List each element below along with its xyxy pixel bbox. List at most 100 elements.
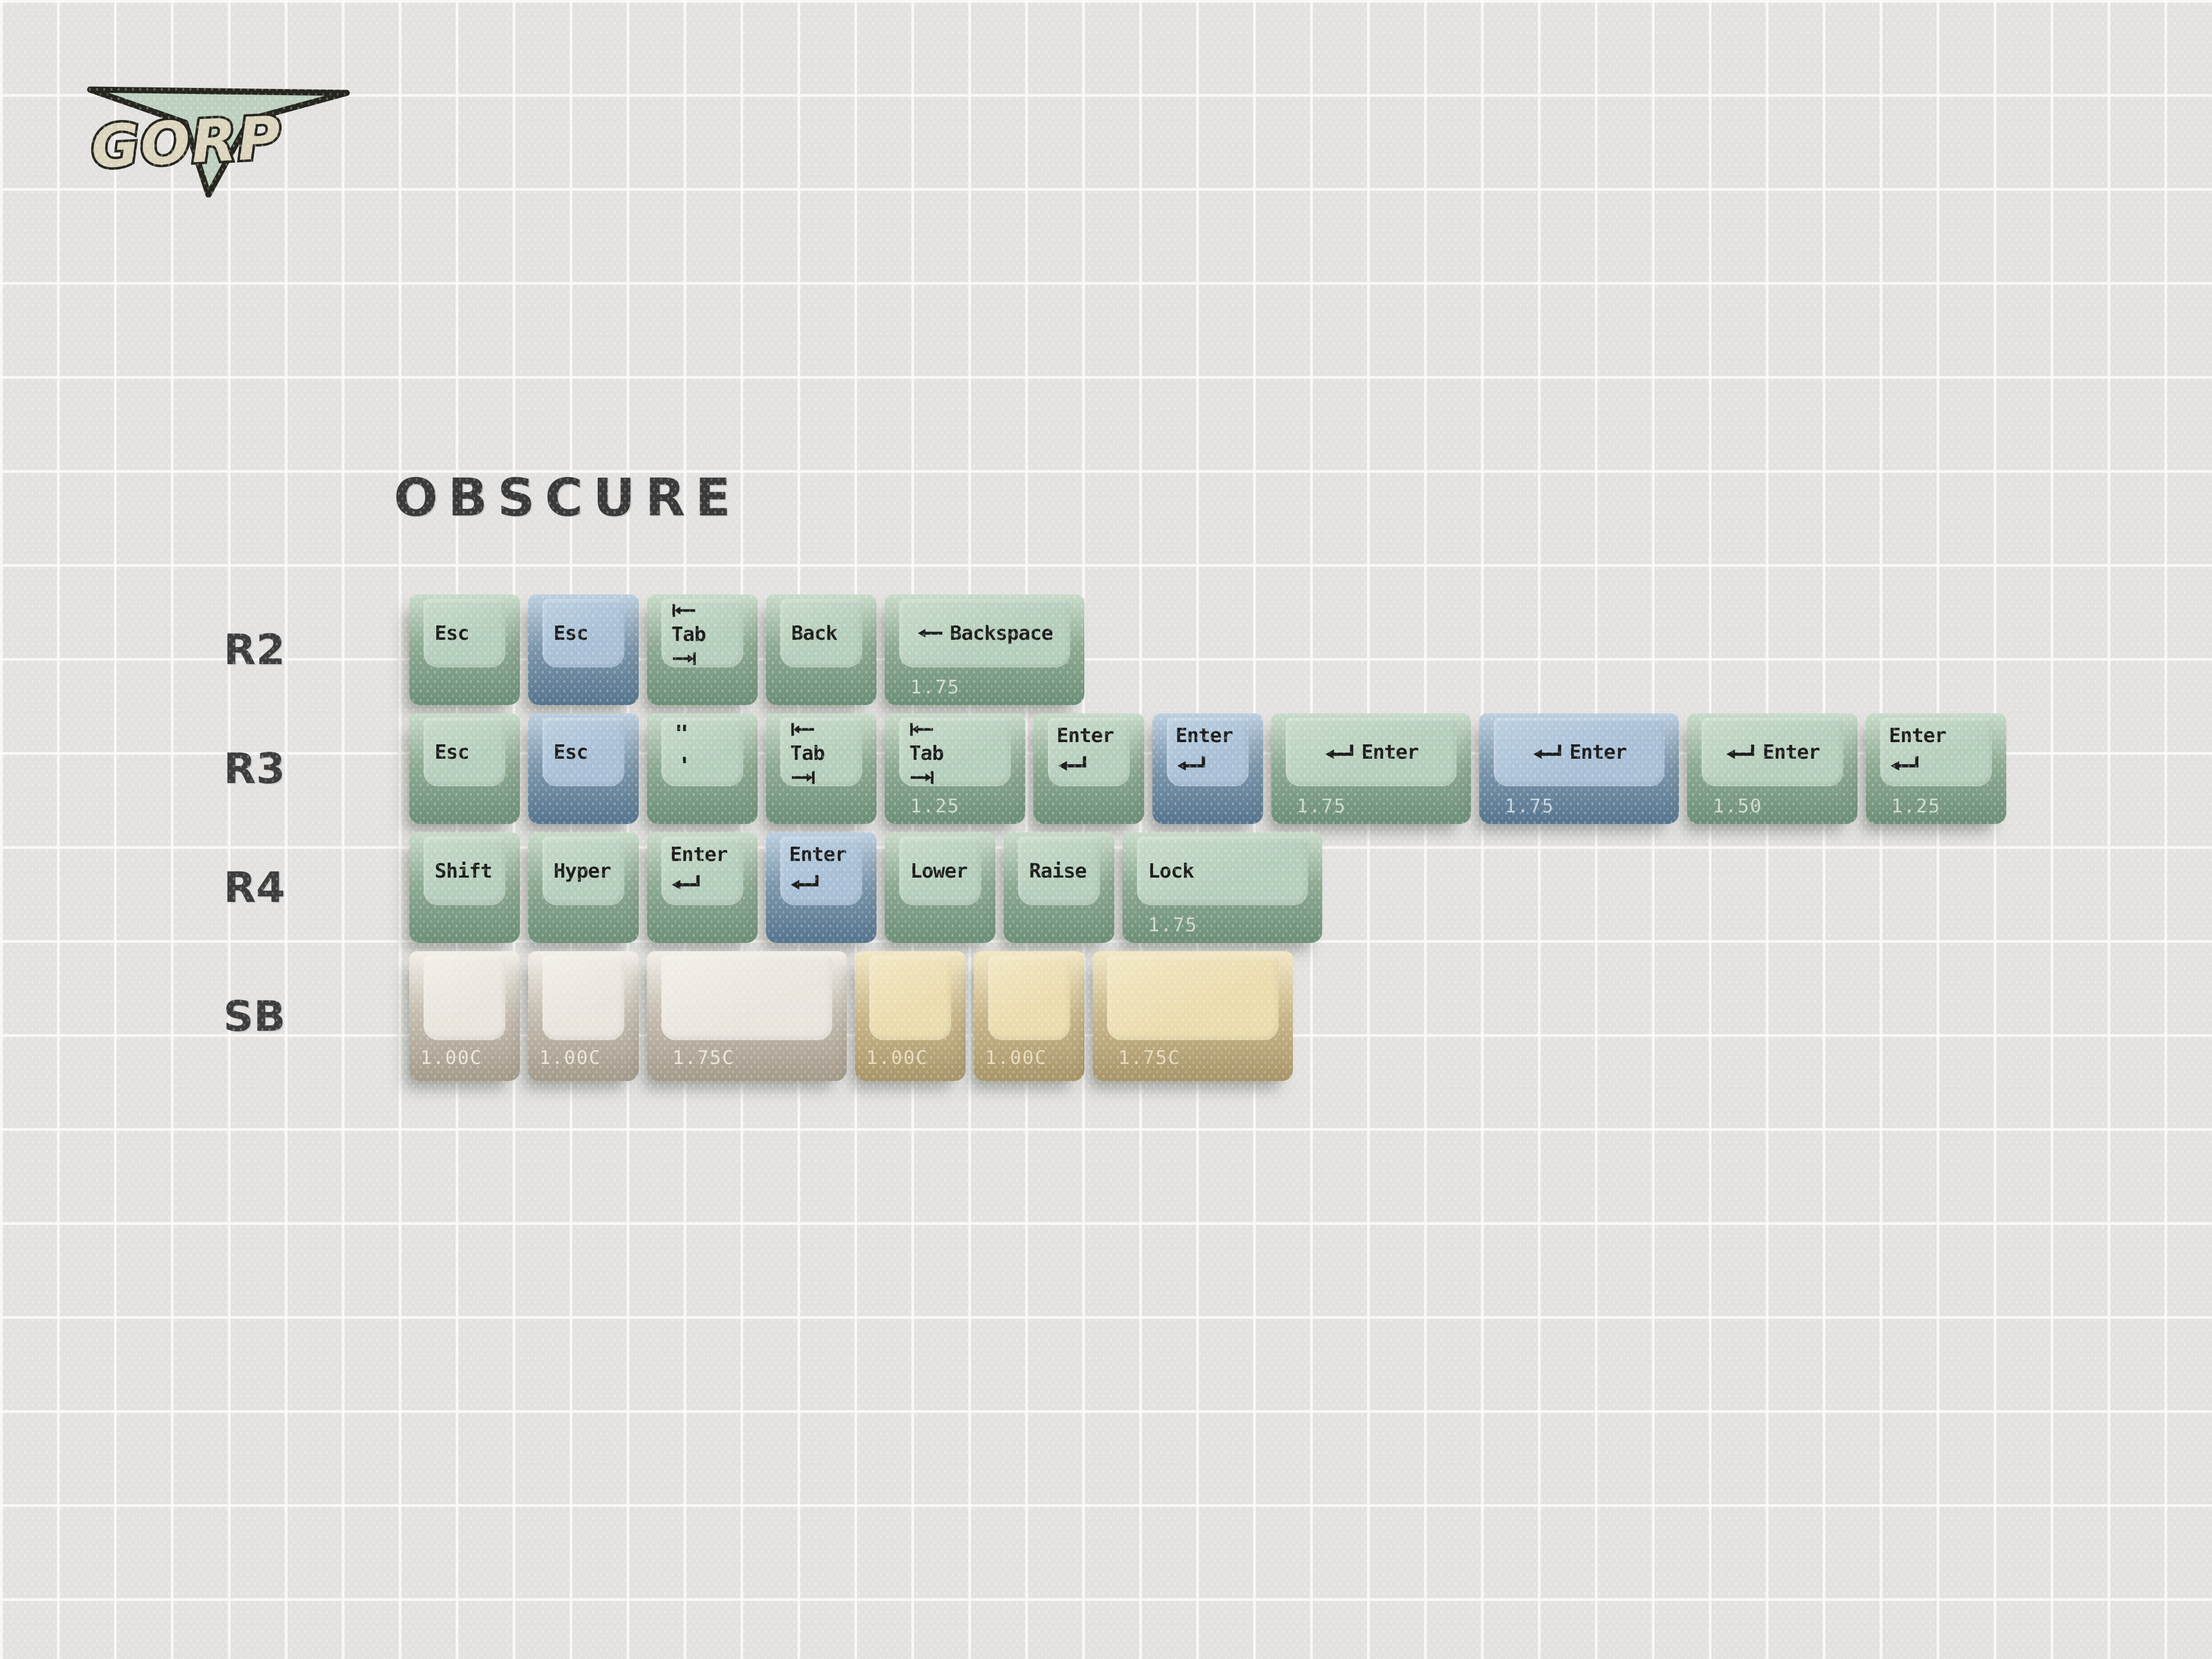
gorp-logo: GORP [75,62,384,206]
tab-right-icon [790,770,816,785]
logo-dart-icon [87,86,350,198]
keycap-hyper: Hyper [528,832,639,943]
key-legend: Esc [435,740,469,764]
front-size-label: 1.75 [910,676,960,698]
kit-title: OBSCURE [394,468,741,528]
key-legend: Tab [909,742,944,765]
key-legend: Lock [1148,859,1194,883]
key-legend: Enter [789,843,847,866]
keycap-top-face: Tab [661,599,743,667]
keycap-top-face: Shift [424,837,505,905]
key-legend: Tab [671,623,706,646]
keycap-top-face: Back [780,599,862,667]
tab-left-icon [790,722,816,737]
keycap-top-face: Hyper [542,837,624,905]
keycap-top-face: Raise [1018,837,1100,905]
backspace-arrow-icon [917,627,943,640]
key-legend: Tab [790,742,825,765]
row-label-r4: R4 [223,863,285,912]
key-legend: Enter [1888,724,1947,747]
keycap-top-face: Esc [424,599,505,667]
front-size-label: 1.75 [1505,795,1554,817]
keycap-enter: Enter [1152,713,1263,824]
logo-text: GORP [87,101,286,184]
front-size-label: 1.25 [910,795,960,817]
keycap-tab: Tab [647,594,758,705]
tab-left-icon [671,603,697,618]
keycap-esc: Esc [409,594,520,705]
keycap-blank: "' [647,713,758,824]
front-size-label: 1.00C [539,1047,602,1069]
keycap-esc: Esc [409,713,520,824]
front-size-label: 1.25 [1891,795,1941,817]
row-label-r2: R2 [223,625,285,674]
keycap-top-face [424,956,505,1040]
tab-left-icon [909,722,935,737]
keycap-backspace: Backspace 1.75 [885,594,1085,705]
keycap-top-face [869,956,952,1040]
key-legend: Lower [910,859,968,883]
tab-right-icon [671,651,697,666]
return-arrow-icon [1725,741,1756,763]
keycap-top-face: Esc [424,718,505,786]
keycap-top-face [988,956,1071,1040]
keycap-top-face: Enter [1047,718,1130,786]
keycap-top-face: Lock [1137,837,1308,905]
return-arrow-icon [1532,741,1563,763]
key-legend: Esc [435,622,469,645]
keycap-top-face [542,956,624,1040]
keycap-top-face: Tab [780,718,862,786]
key-legend: Enter [1762,740,1820,764]
front-size-label: 1.50 [1713,795,1763,817]
keycap-top-face: Esc [542,718,624,786]
keycap-enter: Enter [647,832,758,943]
key-legend: Enter [670,843,728,866]
keycap-lock: Lock 1.75 [1123,832,1323,943]
return-arrow-icon [1176,753,1207,775]
keycap-esc: Esc [528,713,639,824]
tab-right-icon [909,770,935,785]
key-legend: Backspace [950,622,1053,645]
key-legend: Enter [1569,740,1627,764]
keycap-top-face [1107,956,1279,1040]
keycap-top-face: Enter [1285,718,1457,786]
key-legend: Esc [554,740,588,764]
front-size-label: 1.75 [1148,914,1198,936]
keycap-1.00c: 1.00C [528,951,639,1081]
keycap-top-face: Enter [780,837,862,905]
keycap-enter: Enter [1033,713,1144,824]
keycap-top-face: Enter [1880,718,1992,786]
keycap-top-face: Enter [1702,718,1843,786]
key-legend: Enter [1175,724,1233,747]
front-size-label: 1.75C [1118,1047,1181,1069]
keycap-top-face: Lower [899,837,981,905]
keycap-top-face: Enter [1166,718,1249,786]
keycap-shift: Shift [409,832,520,943]
return-arrow-icon [670,872,701,894]
keycap-esc: Esc [528,594,639,705]
keycap-1.75c: 1.75C [1093,951,1293,1081]
return-arrow-icon [1057,753,1088,775]
keycap-top-face: "' [661,718,743,786]
key-legend-shift: " [675,720,688,747]
keycap-back: Back [766,594,877,705]
keycap-1.00c: 1.00C [974,951,1085,1081]
keycap-top-face: Backspace [899,599,1071,667]
front-size-label: 1.00C [985,1047,1047,1069]
key-legend: ' [677,752,691,779]
keycap-1.00c: 1.00C [855,951,966,1081]
key-legend: Enter [1056,724,1114,747]
front-size-label: 1.00C [866,1047,928,1069]
keycap-tab: Tab 1.25 [885,713,1025,824]
keycap-top-face [661,956,833,1040]
return-arrow-icon [789,872,820,894]
keycap-tab: Tab [766,713,877,824]
keycap-top-face: Enter [1494,718,1665,786]
row-label-r3: R3 [223,744,285,793]
key-legend: Shift [435,859,492,883]
key-legend: Hyper [554,859,611,883]
key-legend: Esc [554,622,588,645]
keycap-enter: Enter [766,832,877,943]
